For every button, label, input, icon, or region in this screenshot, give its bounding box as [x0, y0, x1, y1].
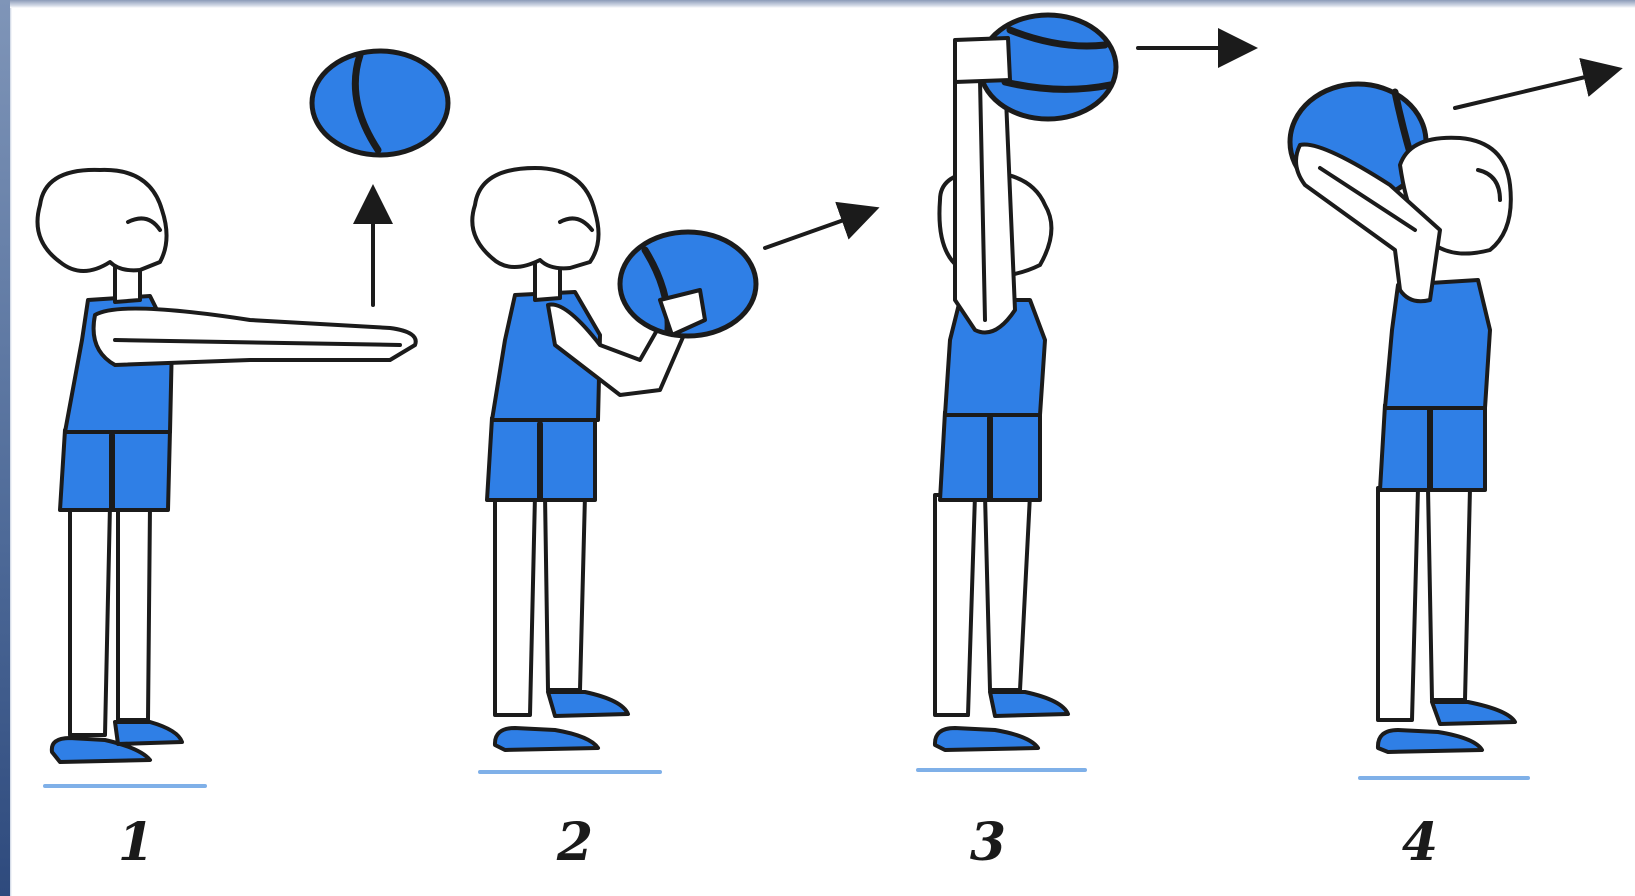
figure-4: [1290, 70, 1615, 778]
legs: [70, 505, 150, 735]
shoe: [1432, 702, 1515, 724]
figure-label-4: 4: [1390, 815, 1450, 871]
figure-2: [472, 168, 872, 772]
shoe: [115, 722, 182, 744]
figure-3: [918, 15, 1250, 770]
figure-label-3: 3: [958, 815, 1018, 871]
arrow-right-icon: [1455, 70, 1615, 108]
medicine-ball-icon: [312, 51, 448, 155]
figure-label-2: 2: [545, 815, 605, 871]
legs: [495, 495, 585, 715]
shoe: [548, 692, 628, 716]
legs: [1378, 488, 1470, 720]
tank-top: [1385, 280, 1490, 408]
shoe: [1378, 730, 1482, 752]
shoe: [935, 728, 1038, 750]
figure-label-1: 1: [106, 815, 166, 871]
shoe: [495, 728, 598, 750]
figure-1: [38, 51, 449, 786]
arm: [94, 309, 416, 365]
legs: [935, 495, 1030, 715]
shoe: [990, 692, 1068, 716]
arrow-right-icon: [765, 210, 872, 248]
